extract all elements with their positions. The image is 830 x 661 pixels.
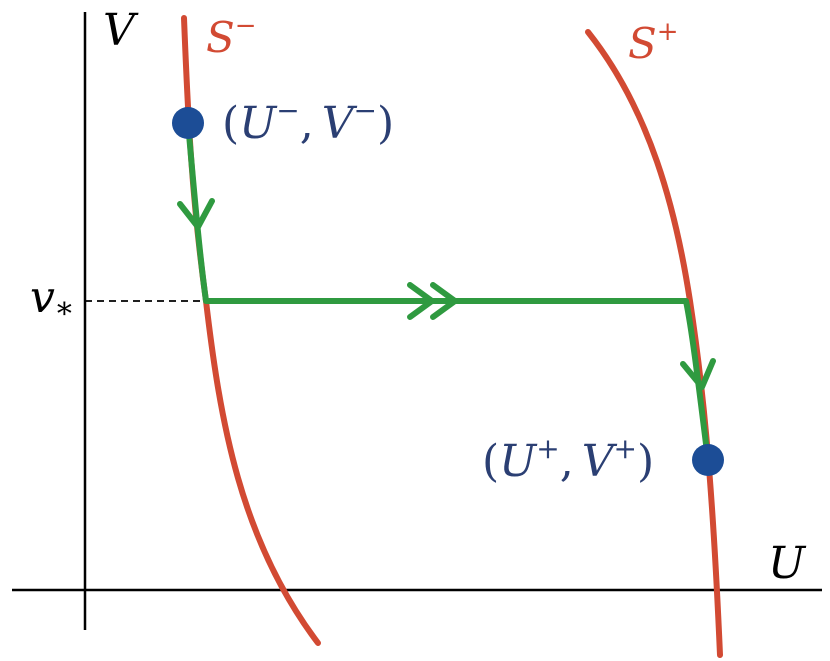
- point-start-marker: [172, 107, 204, 139]
- curve-s-plus-label: S+: [628, 17, 679, 68]
- v-star-label: v*: [30, 272, 72, 332]
- arrow-down-right: [680, 358, 716, 390]
- point-start-label: (U−,V−): [222, 94, 394, 149]
- trajectory-path: [185, 120, 711, 463]
- arrow-down-left: [177, 198, 215, 230]
- y-axis-label: V: [103, 5, 139, 56]
- x-axis-label: U: [768, 538, 807, 589]
- point-end-marker: [692, 444, 724, 476]
- double-arrow-right-1: [407, 282, 435, 320]
- curve-s-minus-label: S−: [206, 11, 257, 62]
- double-arrow-right-2: [430, 282, 458, 320]
- point-end-label: (U+,V+): [482, 432, 654, 487]
- curve-s-plus: [585, 29, 723, 658]
